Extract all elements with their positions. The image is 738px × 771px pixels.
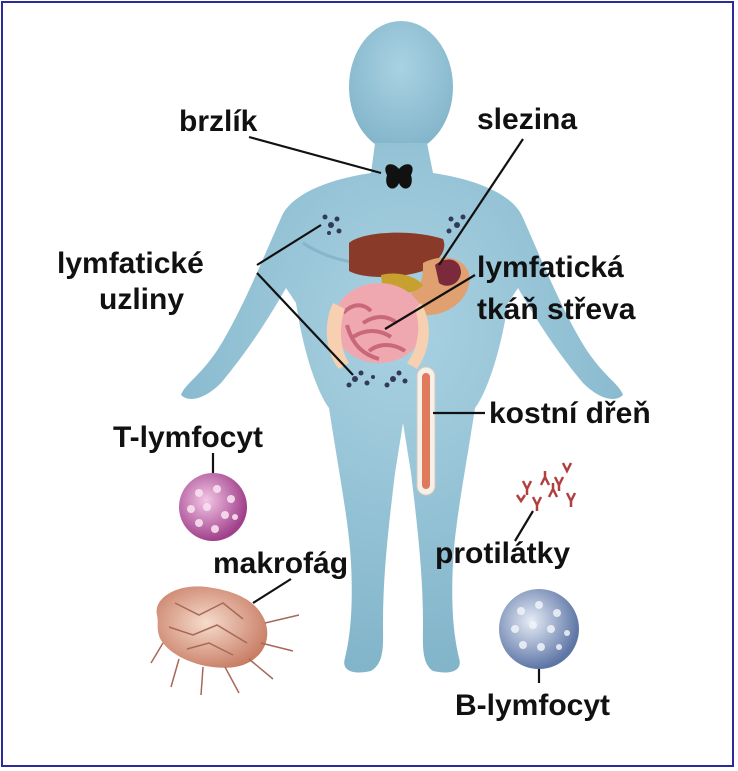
b-cell-label: B-lymfocyt <box>455 689 610 722</box>
gut-tissue-label-line1: lymfatická <box>477 251 624 284</box>
antibodies-group <box>517 463 575 511</box>
gut-tissue-label-line2: tkáň střeva <box>477 293 636 326</box>
spleen-label: slezina <box>477 103 577 136</box>
macrophage-cell <box>151 586 299 695</box>
bone-marrow-bone <box>417 367 435 495</box>
antibodies-label: protilátky <box>435 537 570 570</box>
lymph-nodes-label-line2: uzliny <box>99 283 184 316</box>
t-lymphocyte-cell <box>179 473 247 541</box>
bone-marrow-label: kostní dřeň <box>489 397 651 430</box>
b-lymphocyte-cell <box>499 589 579 669</box>
t-cell-label: T-lymfocyt <box>113 421 263 454</box>
macrophage-label: makrofág <box>213 547 348 580</box>
lymph-nodes-label-line1: lymfatické <box>57 247 204 280</box>
thymus-label: brzlík <box>179 105 258 138</box>
thymus-leader-line <box>249 137 381 173</box>
macrophage-leader-line <box>253 579 291 603</box>
immune-system-diagram: brzlík slezina lymfatické uzliny lymfati… <box>3 3 734 767</box>
